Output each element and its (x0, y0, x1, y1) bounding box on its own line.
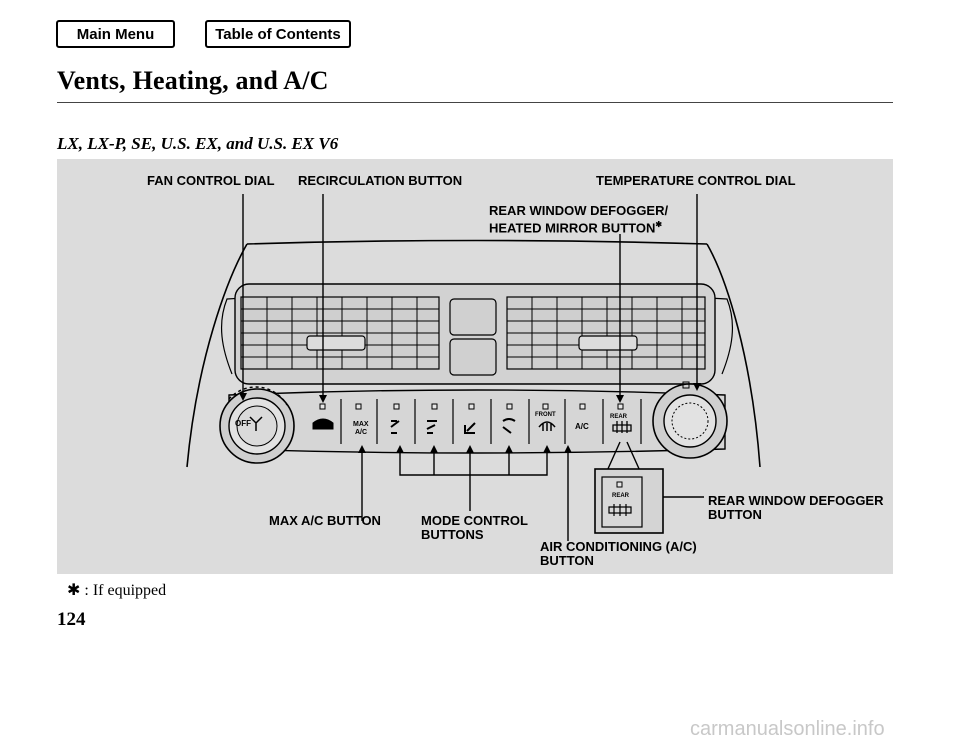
mode-bracket (399, 449, 548, 476)
max-ac-label: A/C (355, 429, 367, 436)
rear-defogger-label: REAR WINDOW DEFOGGER BUTTON (708, 494, 884, 522)
fan-icon (249, 416, 263, 431)
right-air-vent (506, 296, 706, 370)
dashboard-drawing: OFF MAX A/C FRONT A/C REAR (186, 194, 761, 541)
rear-panel-label: REAR (610, 414, 628, 420)
dash-right-contour (706, 243, 761, 468)
front-label: FRONT (535, 412, 556, 418)
rear-defogger-inset: REAR (594, 468, 664, 534)
ac-panel-label: A/C (575, 422, 589, 431)
fan-off-label: OFF (235, 419, 251, 428)
watermark: carmanualsonline.info (690, 718, 885, 740)
dash-left-contour (186, 243, 248, 468)
inset-rear-label: REAR (612, 493, 630, 499)
recirculation-car-icon (312, 418, 334, 430)
rear-defogger-line2: BUTTON (708, 507, 762, 522)
rear-defogger-mirror-line1: REAR WINDOW DEFOGGER/ (489, 203, 669, 218)
max-label: MAX (353, 421, 369, 428)
climate-control-illustration: OFF MAX A/C FRONT A/C REAR (57, 159, 893, 574)
vent-face-icon (390, 420, 400, 434)
mode-control-line1: MODE CONTROL (421, 513, 528, 528)
air-conditioning-line1: AIR CONDITIONING (A/C) (540, 539, 697, 554)
temperature-control-dial (652, 381, 728, 459)
inset-leader-left (606, 441, 621, 472)
title-divider (57, 102, 893, 103)
front-defrost-icon (538, 421, 556, 431)
main-menu-button[interactable]: Main Menu (56, 20, 175, 48)
equipped-asterisk: ✱ (655, 220, 663, 229)
equipped-footnote: ✱ : If equipped (67, 582, 167, 599)
vent-floor-icon (464, 422, 476, 434)
center-display-lower (449, 338, 497, 376)
inset-rear-defrost-icon (608, 504, 632, 516)
recirculation-button-label: RECIRCULATION BUTTON (298, 173, 463, 188)
air-conditioning-line2: BUTTON (540, 553, 594, 568)
mode-control-line2: BUTTONS (421, 527, 484, 542)
air-conditioning-label: AIR CONDITIONING (A/C) BUTTON (540, 540, 697, 568)
rear-defogger-line1: REAR WINDOW DEFOGGER (708, 493, 884, 508)
rear-defogger-mirror-line2: HEATED MIRROR BUTTON✱ (489, 218, 668, 235)
vent-bilevel-icon (426, 420, 437, 434)
page-number: 124 (57, 609, 86, 630)
rear-defogger-mirror-label: REAR WINDOW DEFOGGER/ HEATED MIRROR BUTT… (489, 204, 668, 235)
fan-control-dial-label: FAN CONTROL DIAL (147, 173, 275, 188)
left-air-vent (240, 296, 440, 370)
inset-leader-right (626, 441, 641, 472)
table-of-contents-button[interactable]: Table of Contents (205, 20, 351, 48)
temperature-control-dial-label: TEMPERATURE CONTROL DIAL (596, 173, 796, 188)
mode-control-label: MODE CONTROL BUTTONS (421, 514, 528, 542)
control-panel (228, 389, 726, 454)
vent-floor-defrost-icon (502, 418, 516, 434)
center-display-upper (449, 298, 497, 336)
dash-top-contour (246, 239, 708, 245)
rear-defrost-icon (612, 421, 632, 433)
rear-defogger-mirror-line2-text: HEATED MIRROR BUTTON (489, 220, 656, 236)
page-title: Vents, Heating, and A/C (57, 66, 329, 95)
fan-control-dial (219, 386, 295, 464)
max-ac-button-label: MAX A/C BUTTON (269, 513, 381, 528)
model-subtitle: LX, LX-P, SE, U.S. EX, and U.S. EX V6 (57, 134, 339, 153)
